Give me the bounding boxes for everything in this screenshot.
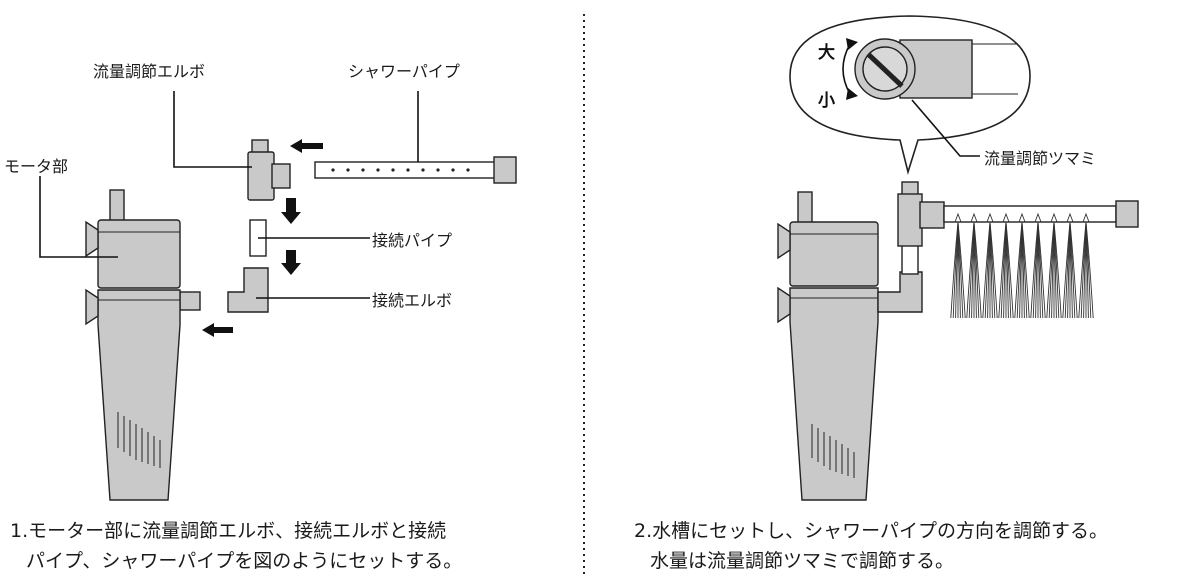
knob-leader-line: [911, 99, 980, 157]
water-stream-line: [957, 221, 966, 319]
water-stream-line: [973, 221, 982, 319]
caption-right-line1: 2.水槽にセットし、シャワーパイプの方向を調節する。: [634, 520, 1108, 542]
label-big: 大: [818, 43, 835, 63]
water-stream-line: [1021, 221, 1030, 319]
label-connect-elbow: 接続エルボ: [372, 291, 453, 310]
caption-left: 1.モーター部に流量調節エルボ、接続エルボと接続 パイプ、シャワーパイプを図のよ…: [10, 516, 462, 576]
label-small: 小: [818, 91, 835, 111]
label-motor: モータ部: [4, 157, 69, 176]
stream-nozzle: [1018, 212, 1026, 223]
water-stream-line: [1037, 221, 1046, 319]
water-stream-line: [1085, 221, 1094, 319]
label-flow-knob: 流量調節ツマミ: [984, 149, 1097, 168]
assembled-pipes-right: [877, 181, 1139, 313]
left-arrow-2: [202, 323, 233, 337]
stream-nozzle: [970, 212, 978, 223]
caption-left-line1: 1.モーター部に流量調節エルボ、接続エルボと接続: [10, 520, 447, 542]
flow-control-elbow-left: [247, 139, 291, 201]
water-streams: [950, 212, 1094, 319]
caption-right-line2: 水量は流量調節ツマミで調節する。: [650, 550, 955, 572]
zoom-bubble: [789, 15, 1031, 175]
stream-nozzle: [1082, 212, 1090, 223]
stream-nozzle: [1050, 212, 1058, 223]
shower-pipe-left: [314, 156, 517, 184]
motor-unit-left: [85, 189, 201, 501]
stream-nozzle: [1066, 212, 1074, 223]
caption-right: 2.水槽にセットし、シャワーパイプの方向を調節する。 水量は流量調節ツマミで調節…: [634, 516, 1108, 576]
label-connect-pipe: 接続パイプ: [372, 231, 453, 250]
elbow-leader-line: [173, 91, 252, 168]
caption-left-line2: パイプ、シャワーパイプを図のようにセットする。: [26, 550, 463, 572]
stream-nozzle: [1002, 212, 1010, 223]
stream-nozzle: [986, 212, 994, 223]
label-shower-pipe: シャワーパイプ: [348, 62, 460, 81]
motor-leader-line: [39, 176, 118, 258]
water-stream-line: [989, 221, 998, 319]
water-stream-line: [1069, 221, 1078, 319]
down-arrow-1: [281, 198, 301, 224]
label-flow-elbow: 流量調節エルボ: [93, 62, 206, 81]
connecting-elbow-left: [227, 267, 269, 313]
down-arrow-2: [281, 250, 301, 275]
water-stream-line: [1005, 221, 1014, 319]
stream-nozzle: [1034, 212, 1042, 223]
stream-nozzle: [954, 212, 962, 223]
motor-unit-right: [777, 191, 879, 501]
left-arrow-1: [290, 139, 323, 153]
water-stream-line: [1053, 221, 1062, 319]
